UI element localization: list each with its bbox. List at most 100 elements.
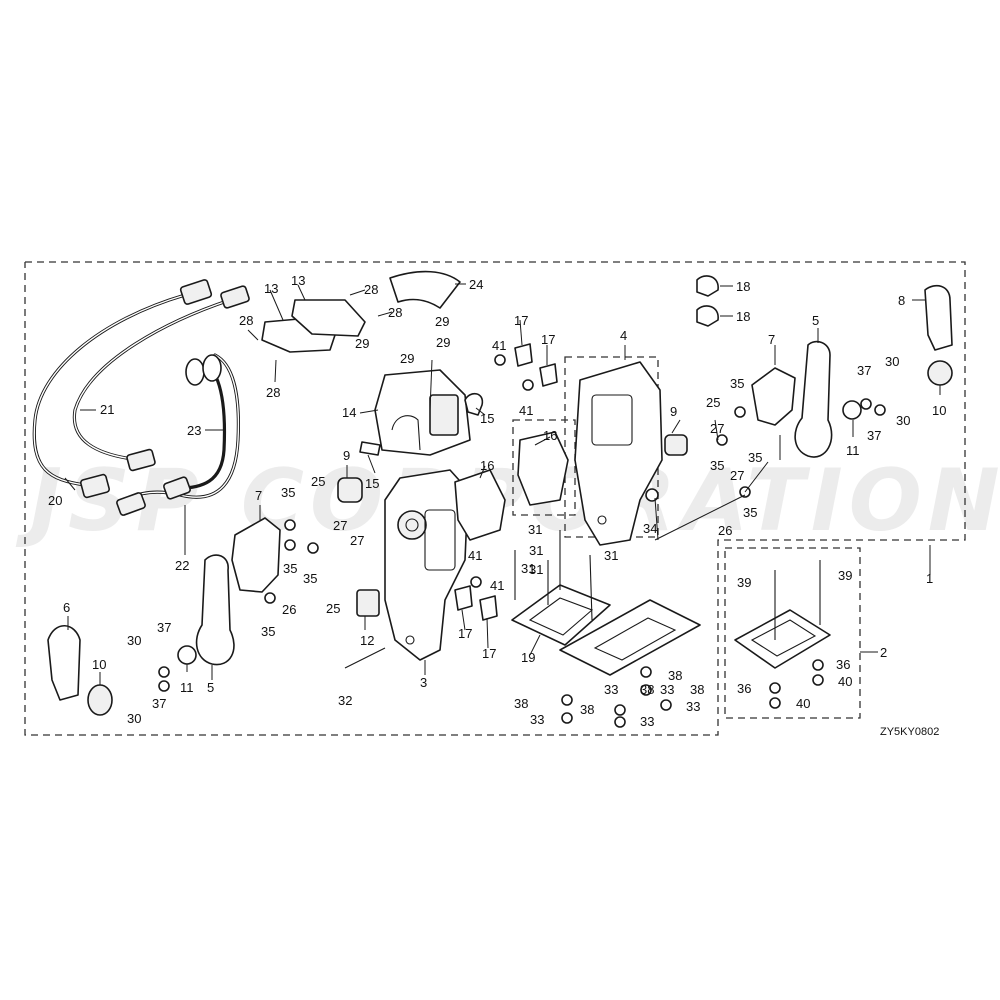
cable-harness-20-21 (32, 279, 250, 499)
case-14 (374, 369, 471, 456)
grommet-9-right (664, 434, 688, 456)
callout-33-d: 33 (640, 714, 654, 729)
handle-6 (47, 624, 81, 701)
callout-36-b: 36 (737, 681, 751, 696)
callout-9-left: 9 (343, 448, 350, 463)
callout-1: 1 (926, 571, 933, 586)
callout-38-c: 38 (514, 696, 528, 711)
callout-29-b: 29 (400, 351, 414, 366)
callout-13-a: 13 (264, 281, 278, 296)
callout-41-b: 41 (519, 403, 533, 418)
callout-15-b: 15 (480, 411, 494, 426)
bracket-13 (261, 299, 366, 353)
callout-labels: 1 2 3 4 5 5 6 7 7 8 9 9 10 10 11 11 12 1… (48, 273, 946, 729)
callout-38-d: 38 (580, 702, 594, 717)
callout-37-a: 37 (157, 620, 171, 635)
callout-41-a: 41 (492, 338, 506, 353)
callout-38-b: 38 (690, 682, 704, 697)
callout-19: 19 (521, 650, 535, 665)
callout-33-a: 33 (604, 682, 618, 697)
callout-17-c: 17 (458, 626, 472, 641)
callout-30-b: 30 (127, 711, 141, 726)
callout-15-a: 15 (365, 476, 379, 491)
handle-8 (924, 284, 953, 351)
callout-28-b: 28 (266, 385, 280, 400)
callout-21: 21 (100, 402, 114, 417)
housing-4 (574, 361, 663, 546)
clip-18-a (696, 275, 719, 297)
callout-10-right: 10 (932, 403, 946, 418)
lever-5-right (794, 340, 833, 458)
clip-17-d (479, 595, 498, 621)
callout-5-left: 5 (207, 680, 214, 695)
callout-11-right: 11 (846, 443, 860, 458)
watermark-text: JSP CORPORATION (15, 451, 1000, 551)
callout-14: 14 (342, 405, 356, 420)
callout-17-b: 17 (541, 332, 555, 347)
callout-27-c: 27 (710, 421, 724, 436)
callout-17-d: 17 (482, 646, 496, 661)
small-hardware (158, 354, 886, 728)
callout-3: 3 (420, 675, 427, 690)
callout-27-a: 27 (333, 518, 347, 533)
callout-8: 8 (898, 293, 905, 308)
callout-10-left: 10 (92, 657, 106, 672)
callout-16-a: 16 (543, 428, 557, 443)
housing-3 (384, 469, 469, 661)
callout-27-b: 27 (350, 533, 364, 548)
callout-32: 32 (338, 693, 352, 708)
callout-26-b: 26 (718, 523, 732, 538)
gasket-2 (734, 609, 831, 669)
bracket-7-left (231, 517, 281, 593)
callout-31-b: 31 (529, 543, 543, 558)
gasket-19 (511, 584, 701, 676)
knob-10-left (87, 684, 113, 716)
callout-39-b: 39 (838, 568, 852, 583)
clip-18-b (696, 305, 719, 327)
lever-5-left (195, 554, 235, 666)
assembly-1-boundary (24, 261, 966, 736)
callout-30-c: 30 (885, 354, 899, 369)
callout-20: 20 (48, 493, 62, 508)
bracket-7-right (751, 367, 796, 426)
callout-35-c: 35 (303, 571, 317, 586)
callout-35-g: 35 (748, 450, 762, 465)
assembly-16-boundary (512, 419, 576, 516)
callout-31-e: 31 (529, 562, 543, 577)
callout-12: 12 (360, 633, 374, 648)
leader-lines (64, 283, 941, 685)
callout-40-a: 40 (838, 674, 852, 689)
callout-28-c: 28 (364, 282, 378, 297)
knob-10-right (927, 360, 953, 386)
callout-25-a: 25 (311, 474, 325, 489)
callout-33-c: 33 (530, 712, 544, 727)
callout-31-c: 31 (604, 548, 618, 563)
cover-24 (389, 270, 461, 309)
plate-16-left (454, 469, 506, 541)
callout-6: 6 (63, 600, 70, 615)
clip-15-a (359, 441, 381, 456)
callout-7-right: 7 (768, 332, 775, 347)
callout-9-right: 9 (670, 404, 677, 419)
callout-30-a: 30 (127, 633, 141, 648)
callout-41-c: 41 (468, 548, 482, 563)
callout-38-a: 38 (668, 668, 682, 683)
disc-11-right (842, 400, 862, 420)
callout-16-b: 16 (480, 458, 494, 473)
callout-41-d: 41 (490, 578, 504, 593)
callout-23: 23 (187, 423, 201, 438)
callout-35-e: 35 (730, 376, 744, 391)
callout-37-d: 37 (867, 428, 881, 443)
callout-28-d: 28 (388, 305, 402, 320)
callout-11-left: 11 (180, 680, 194, 695)
callout-22: 22 (175, 558, 189, 573)
callout-31-a: 31 (528, 522, 542, 537)
callout-37-b: 37 (152, 696, 166, 711)
callout-39-a: 39 (737, 575, 751, 590)
assembly-2-boundary (724, 547, 861, 719)
callout-7-left: 7 (255, 488, 262, 503)
callout-18-b: 18 (736, 309, 750, 324)
callout-13-b: 13 (291, 273, 305, 288)
callout-36-a: 36 (836, 657, 850, 672)
